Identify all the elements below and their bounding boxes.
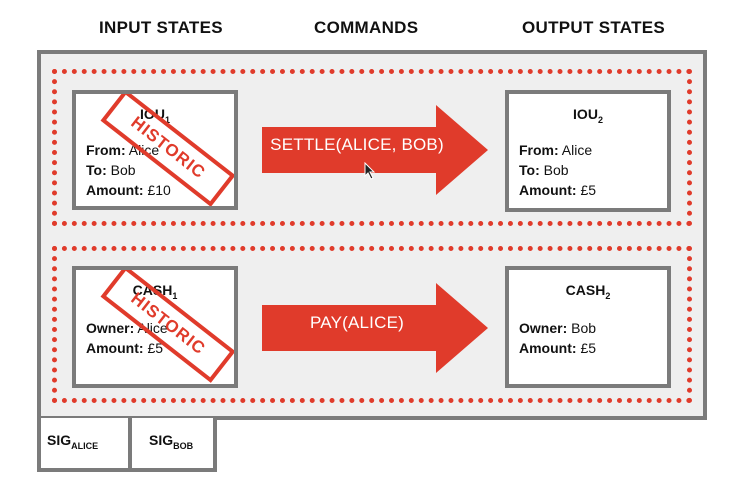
cash2-fields: Owner: Bob Amount: £5 xyxy=(519,320,597,356)
cash2-owner: Bob xyxy=(571,320,597,336)
cash1-fields: Owner: Alice Amount: £5 xyxy=(86,320,168,356)
signatures-bar: SIGALICE SIGBOB xyxy=(37,418,217,472)
iou2-amount: £5 xyxy=(580,182,597,198)
output-states-header: OUTPUT STATES xyxy=(522,18,666,37)
signature-bob: SIGBOB xyxy=(149,432,194,451)
cash1-owner: Alice xyxy=(137,320,168,336)
arrow-right-icon xyxy=(262,105,488,195)
mouse-cursor-icon xyxy=(364,162,376,180)
iou1-title: IOU1 xyxy=(140,106,170,125)
cash1-title: CASH1 xyxy=(132,282,178,301)
iou1-from: Alice xyxy=(128,142,160,158)
signature-divider xyxy=(128,418,132,468)
cash2-title: CASH2 xyxy=(565,282,611,301)
iou2-to: Bob xyxy=(543,162,569,178)
iou2-from: Alice xyxy=(561,142,593,158)
cash2-amount: £5 xyxy=(580,340,597,356)
pay-command-label: PAY(ALICE) xyxy=(310,313,404,332)
input-states-header: INPUT STATES xyxy=(99,18,223,37)
arrow-right-icon xyxy=(262,283,488,373)
signature-alice: SIGALICE xyxy=(47,432,99,451)
iou1-to: Bob xyxy=(110,162,136,178)
settle-command-arrow: SETTLE(ALICE, BOB) xyxy=(262,105,488,195)
cash1-input-state: CASH1 Owner: Alice Amount: £5 HISTORIC xyxy=(72,266,238,388)
cash2-output-state: CASH2 Owner: Bob Amount: £5 xyxy=(505,266,671,388)
cash-group-outline xyxy=(52,246,692,403)
iou2-output-state: IOU2 From: Alice To: Bob Amount: £5 xyxy=(505,90,671,212)
commands-header: COMMANDS xyxy=(314,18,419,37)
settle-command-label: SETTLE(ALICE, BOB) xyxy=(270,135,444,154)
iou1-input-state: IOU1 From: Alice To: Bob Amount: £10 HIS… xyxy=(72,90,238,210)
iou2-title: IOU2 xyxy=(573,106,603,125)
iou1-amount: £10 xyxy=(147,182,171,198)
iou-group-outline xyxy=(52,69,692,226)
pay-command-arrow: PAY(ALICE) xyxy=(262,283,488,373)
cash1-amount: £5 xyxy=(147,340,164,356)
iou2-fields: From: Alice To: Bob Amount: £5 xyxy=(519,142,597,198)
iou1-fields: From: Alice To: Bob Amount: £10 xyxy=(86,142,171,198)
